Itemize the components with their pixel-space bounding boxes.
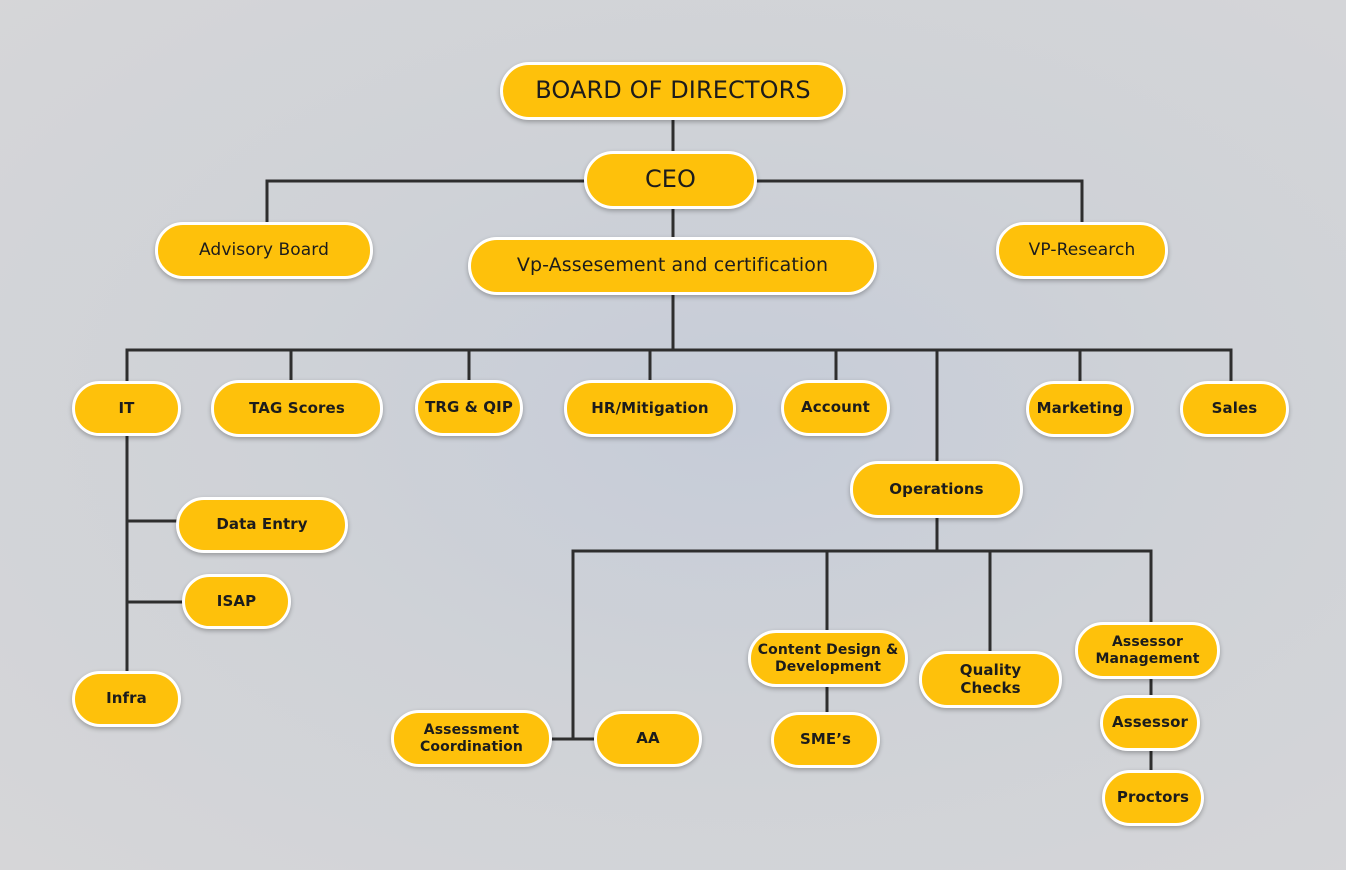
node-label: Proctors xyxy=(1116,788,1190,807)
node-label: Operations xyxy=(889,479,984,498)
node-label: VP-Research xyxy=(1028,239,1136,260)
node-hr-mitigation: HR/Mitigation xyxy=(564,380,736,437)
node-label: TAG Scores xyxy=(249,398,345,417)
node-trg-qip: TRG & QIP xyxy=(415,380,523,436)
node-quality-checks: Quality Checks xyxy=(919,651,1062,708)
node-label: Assessor Management xyxy=(1095,634,1200,667)
node-assessor-management: Assessor Management xyxy=(1075,622,1220,679)
node-label: Assessment Coordination xyxy=(420,722,523,755)
node-label: CEO xyxy=(644,165,697,194)
node-board-of-directors: BOARD OF DIRECTORS xyxy=(500,62,846,120)
node-label: Quality Checks xyxy=(959,661,1022,697)
node-assessment-coordination: Assessment Coordination xyxy=(391,710,552,767)
node-content-design: Content Design & Development xyxy=(748,630,908,687)
node-label: Assessor xyxy=(1112,713,1188,732)
node-isap: ISAP xyxy=(182,574,291,629)
node-label: Content Design & Development xyxy=(757,642,899,675)
node-smes: SME’s xyxy=(771,712,880,768)
node-ceo: CEO xyxy=(584,151,757,209)
node-marketing: Marketing xyxy=(1026,381,1134,437)
node-label: Vp-Assesement and certification xyxy=(516,254,829,277)
node-proctors: Proctors xyxy=(1102,770,1204,826)
node-label: SME’s xyxy=(799,730,852,749)
node-label: HR/Mitigation xyxy=(591,398,709,417)
node-infra: Infra xyxy=(72,671,181,727)
node-aa: AA xyxy=(594,711,702,767)
node-label: AA xyxy=(636,729,660,748)
node-label: Marketing xyxy=(1036,399,1124,418)
node-label: TRG & QIP xyxy=(425,398,513,417)
node-label: Data Entry xyxy=(216,515,308,534)
node-data-entry: Data Entry xyxy=(176,497,348,553)
node-assessor: Assessor xyxy=(1100,695,1200,751)
node-tag-scores: TAG Scores xyxy=(211,380,383,437)
node-account: Account xyxy=(781,380,890,436)
node-advisory-board: Advisory Board xyxy=(155,222,373,279)
node-operations: Operations xyxy=(850,461,1023,518)
node-label: Advisory Board xyxy=(199,239,329,260)
node-label: Sales xyxy=(1211,399,1258,418)
node-label: Account xyxy=(801,398,870,417)
node-sales: Sales xyxy=(1180,381,1289,437)
node-it: IT xyxy=(72,381,181,436)
node-vp-research: VP-Research xyxy=(996,222,1168,279)
node-label: BOARD OF DIRECTORS xyxy=(535,76,811,105)
node-label: Infra xyxy=(106,689,147,708)
node-label: ISAP xyxy=(216,591,257,610)
node-label: IT xyxy=(118,398,135,417)
node-vp-assessment: Vp-Assesement and certification xyxy=(468,237,877,295)
